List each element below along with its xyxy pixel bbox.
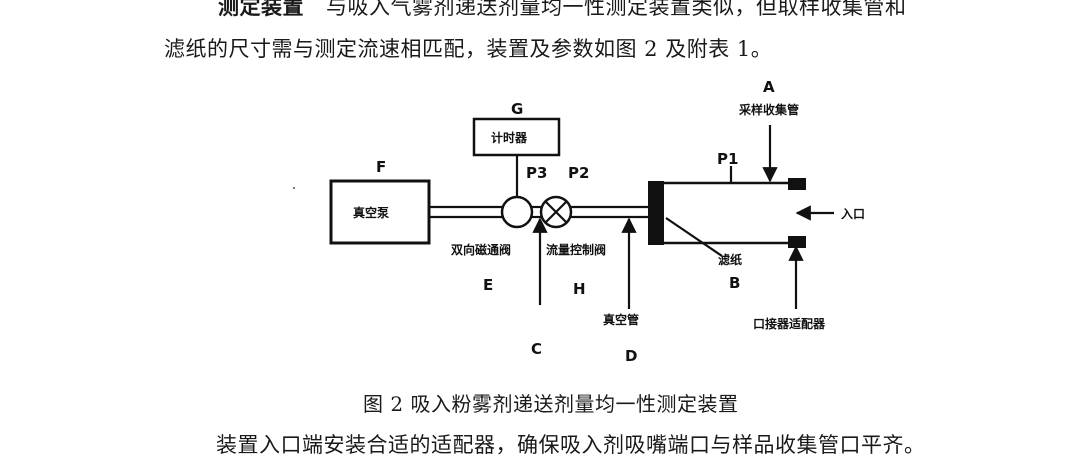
vacuum-pump-box	[329, 179, 431, 245]
label-vacuum-tube: 真空管	[603, 312, 639, 327]
label-letter-h: H	[573, 280, 586, 298]
label-letter-a: A	[763, 78, 775, 96]
label-sampling-tube: 采样收集管	[738, 102, 799, 117]
adapter-bottom	[788, 236, 806, 248]
flow-valve-symbol	[539, 195, 573, 229]
figure-caption: 图 2 吸入粉雾剂递送剂量均一性测定装置	[363, 392, 739, 416]
filter-holder-block	[648, 181, 664, 245]
solenoid-valve-symbol	[500, 195, 534, 229]
paragraph-line-1: 测定装置 与吸入气雾剂递送剂量均一性测定装置类似，但取样收集管和	[218, 0, 907, 21]
label-vacuum-pump: 真空泵	[353, 205, 389, 220]
label-adapter: 口接器适配器	[753, 316, 826, 331]
paragraph-line-2: 滤纸的尺寸需与测定流速相匹配，装置及参数如图 2 及附表 1。	[164, 37, 773, 61]
label-letter-c: C	[531, 340, 542, 358]
label-flow-valve: 流量控制阀	[546, 242, 606, 257]
label-letter-e: E	[483, 276, 493, 294]
label-letter-f: F	[376, 158, 386, 176]
paragraph-line-4: 装置入口端安装合适的适配器，确保吸入剂吸嘴端口与样品收集管口平齐。	[216, 433, 926, 457]
label-letter-d: D	[625, 347, 637, 365]
label-timer: 计时器	[491, 130, 528, 145]
label-p1: P1	[717, 150, 738, 168]
label-filter: 滤纸	[718, 252, 742, 267]
label-letter-g: G	[511, 100, 523, 118]
label-p2: P2	[568, 164, 589, 182]
label-solenoid-valve: 双向磁通阀	[451, 242, 511, 257]
label-inlet: 入口	[841, 207, 865, 221]
adapter-top	[788, 178, 806, 190]
label-p3: P3	[526, 164, 547, 182]
paragraph-text: 与吸入气雾剂递送剂量均一性测定装置类似，但取样收集管和	[326, 0, 907, 19]
section-heading: 测定装置	[218, 0, 304, 19]
label-letter-b: B	[729, 274, 740, 292]
